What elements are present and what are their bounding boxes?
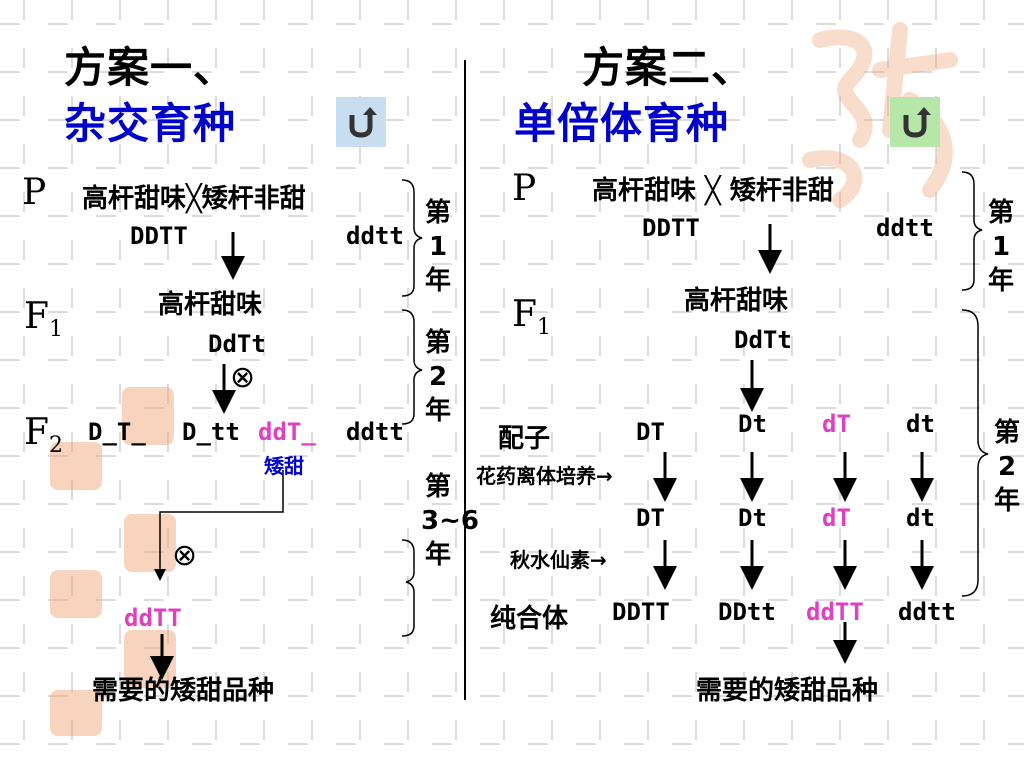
decorative-seal-2: [50, 442, 102, 490]
left-final-genotype: ddTT: [124, 604, 182, 632]
right-haploid-2: Dt: [738, 504, 767, 532]
left-f2-letter: F: [24, 412, 49, 453]
right-f1-label: F1: [512, 294, 551, 340]
right-pure-label: 纯合体: [490, 604, 569, 634]
right-pure-4: ddtt: [898, 598, 956, 626]
left-f1-letter: F: [24, 296, 49, 337]
right-pure-3: ddTT: [806, 598, 864, 626]
left-p-genotype-2: ddtt: [346, 222, 404, 250]
right-p-label: P: [512, 168, 537, 209]
right-gamete-2: Dt: [738, 410, 767, 438]
decorative-seal-4: [50, 570, 102, 618]
right-pure-2: DDtt: [718, 598, 776, 626]
left-f1-phenotype: 高杆甜味: [158, 290, 263, 320]
brace-left-year3: [401, 539, 415, 637]
decorative-seal-1: [122, 387, 174, 445]
decorative-seal-6: [50, 690, 102, 736]
right-p-genotype-1: DDTT: [642, 214, 700, 242]
left-p-cross: 高杆甜味╳矮杆非甜: [82, 184, 306, 214]
seal-stroke-1: [812, 29, 873, 148]
left-f2-genotype-3: ddT_: [258, 418, 316, 446]
left-f1-label: F1: [24, 296, 63, 342]
right-year-2: 第2年: [993, 418, 1020, 516]
left-p-label: P: [22, 172, 47, 213]
left-selfing-symbol: ⊗: [230, 360, 256, 395]
right-f1-genotype: DdTt: [734, 326, 792, 354]
left-f1-subscript: 1: [48, 317, 63, 343]
seal-4-shape: [50, 570, 102, 618]
right-year-1: 第1年: [987, 198, 1014, 296]
right-p-genotype-2: ddtt: [876, 214, 934, 242]
left-f2-subscript: 2: [48, 433, 63, 459]
left-f2-note: 矮甜: [264, 454, 304, 478]
right-pure-1: DDTT: [612, 598, 670, 626]
left-f1-genotype: DdTt: [208, 330, 266, 358]
seal-2-shape: [50, 442, 102, 490]
right-haploid-3: dT: [822, 504, 851, 532]
arrow-f2-to-select: [154, 470, 284, 581]
right-f1-subscript: 1: [536, 315, 551, 341]
right-title-line1: 方案二、: [582, 43, 755, 92]
left-f2-genotype-4: ddtt: [346, 418, 404, 446]
right-return-button[interactable]: [890, 97, 940, 147]
brace-left-year1: [401, 179, 423, 297]
right-gamete-label: 配子: [498, 424, 551, 454]
seal-1-shape: [122, 387, 174, 445]
right-step-anther-culture: 花药离体培养→: [476, 464, 613, 488]
seal-3-shape: [124, 514, 176, 572]
decorative-seal-3: [124, 514, 176, 572]
right-haploid-1: DT: [636, 504, 665, 532]
left-title-line1: 方案一、: [64, 43, 237, 92]
right-gamete-4: dt: [906, 410, 935, 438]
right-result: 需要的矮甜品种: [696, 676, 879, 706]
left-year-3: 第3~6年: [421, 472, 479, 570]
left-result: 需要的矮甜品种: [92, 676, 275, 706]
brace-right-year1: [961, 171, 983, 291]
left-year-2: 第2年: [424, 328, 451, 426]
seal-stroke-3: [802, 150, 863, 208]
right-title-line2: 单倍体育种: [514, 99, 730, 148]
left-selfing-symbol-2: ⊗: [172, 538, 198, 573]
left-f2-genotype-1: D_T_: [88, 418, 146, 446]
return-arrow-icon: [903, 107, 931, 138]
left-f2-label: F2: [24, 412, 63, 458]
right-gamete-1: DT: [636, 418, 665, 446]
brace-right-year2: [961, 309, 989, 597]
left-title-line2: 杂交育种: [64, 99, 237, 148]
left-f2-genotype-2: D_tt: [182, 418, 240, 446]
right-gamete-3: dT: [822, 410, 851, 438]
left-year-1: 第1年: [424, 198, 451, 296]
left-p-genotype-1: DDTT: [130, 222, 188, 250]
right-p-cross: 高杆甜味 ╳ 矮杆非甜: [592, 176, 834, 206]
right-f1-phenotype: 高杆甜味: [684, 286, 789, 316]
left-return-button[interactable]: [336, 97, 386, 147]
right-f1-letter: F: [512, 294, 537, 335]
right-haploid-4: dt: [906, 504, 935, 532]
seal-6-shape: [50, 690, 102, 736]
right-step-colchicine: 秋水仙素→: [510, 548, 607, 572]
return-arrow-icon: [349, 107, 377, 138]
brace-left-year2: [401, 309, 423, 425]
